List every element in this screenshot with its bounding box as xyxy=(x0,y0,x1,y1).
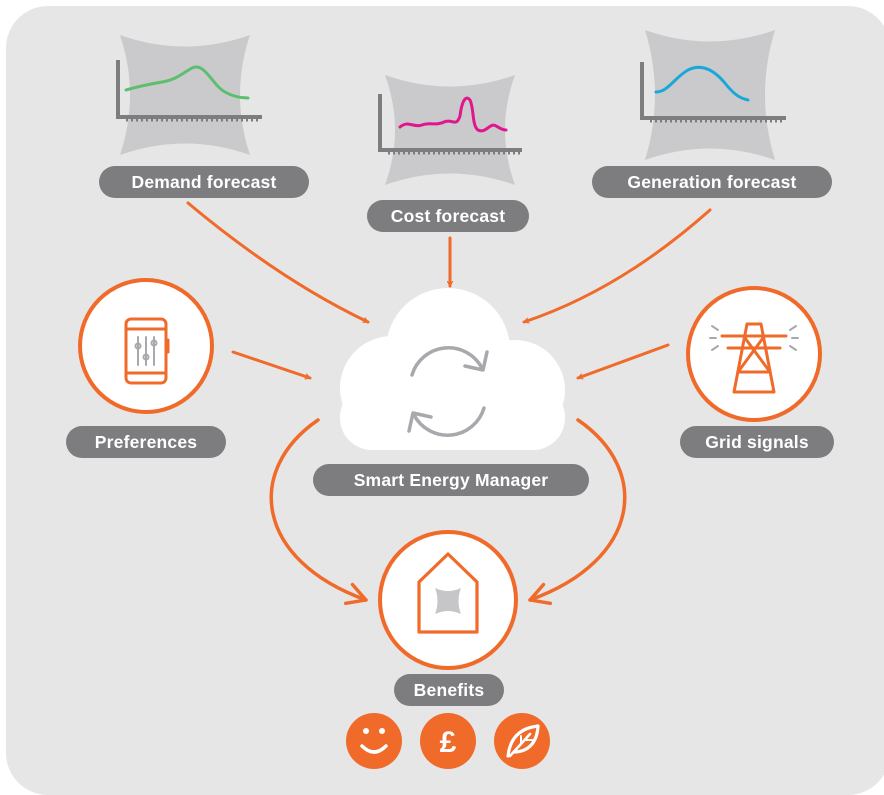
cost-curve xyxy=(398,96,508,133)
phone-sliders-icon xyxy=(124,317,170,385)
preferences-label: Preferences xyxy=(66,426,226,458)
demand-curve xyxy=(124,65,250,100)
arrow-manager-to-benefits-left xyxy=(269,418,368,605)
watermark-cross xyxy=(645,30,775,160)
arrow-demand-to-manager xyxy=(186,201,370,324)
arrow-generation-to-manager xyxy=(522,208,712,322)
sliders-icon xyxy=(134,336,158,366)
watermark-cross xyxy=(120,35,250,155)
watermark-cross xyxy=(385,75,515,185)
house-icon xyxy=(417,552,479,634)
arrow-preferences-to-manager xyxy=(231,350,312,378)
generation-chart xyxy=(640,30,786,160)
demand-chart xyxy=(116,35,262,155)
pound-symbol: £ xyxy=(440,726,457,759)
generation-forecast-label: Generation forecast xyxy=(592,166,832,198)
manager-label: Smart Energy Manager xyxy=(313,464,589,496)
signal-rays-icon xyxy=(709,325,799,351)
leaf-icon xyxy=(494,713,550,769)
pylon-icon xyxy=(720,322,788,394)
arrow-manager-to-benefits-right xyxy=(528,418,627,605)
sync-arrows-icon xyxy=(407,346,489,437)
pound-icon: £ xyxy=(420,713,476,769)
cost-forecast-label: Cost forecast xyxy=(367,200,529,232)
benefits-node xyxy=(378,530,518,670)
grid-signals-label: Grid signals xyxy=(680,426,834,458)
preferences-node xyxy=(78,278,214,414)
cross-watermark-icon xyxy=(435,588,461,614)
smile-icon xyxy=(346,713,402,769)
manager-cloud xyxy=(340,288,565,450)
demand-forecast-label: Demand forecast xyxy=(99,166,309,198)
cost-chart xyxy=(378,75,522,185)
arrow-grid-to-manager xyxy=(576,343,670,380)
grid-signals-node xyxy=(686,286,822,422)
generation-curve xyxy=(654,65,750,102)
benefits-label: Benefits xyxy=(394,674,504,706)
